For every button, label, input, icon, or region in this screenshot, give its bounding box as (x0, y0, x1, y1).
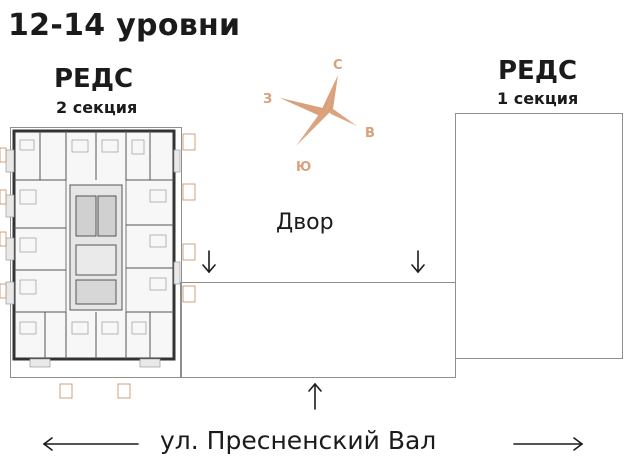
street-label: ул. Пресненский Вал (160, 426, 437, 455)
right-building-outline (455, 113, 623, 359)
yard-entry-arrow-right-icon (411, 250, 425, 274)
compass-star-icon (280, 75, 357, 146)
compass-east-label: В (365, 126, 375, 141)
street-arrow-left-icon (42, 437, 139, 451)
compass-north-label: С (333, 58, 343, 73)
left-building-name: РЕДС (54, 64, 134, 94)
yard-strip-outline (180, 282, 456, 378)
compass-west-label: З (263, 92, 273, 107)
right-building-name: РЕДС (498, 56, 578, 86)
left-building-section: 2 секция (56, 98, 138, 117)
street-arrow-right-icon (513, 437, 584, 451)
yard-label: Двор (276, 210, 334, 235)
right-building-section: 1 секция (497, 89, 579, 108)
page-title: 12-14 уровни (8, 8, 241, 43)
compass-south-label: Ю (296, 160, 312, 175)
yard-entry-arrow-left-icon (202, 250, 216, 274)
street-entry-arrow-up-icon (308, 382, 322, 410)
